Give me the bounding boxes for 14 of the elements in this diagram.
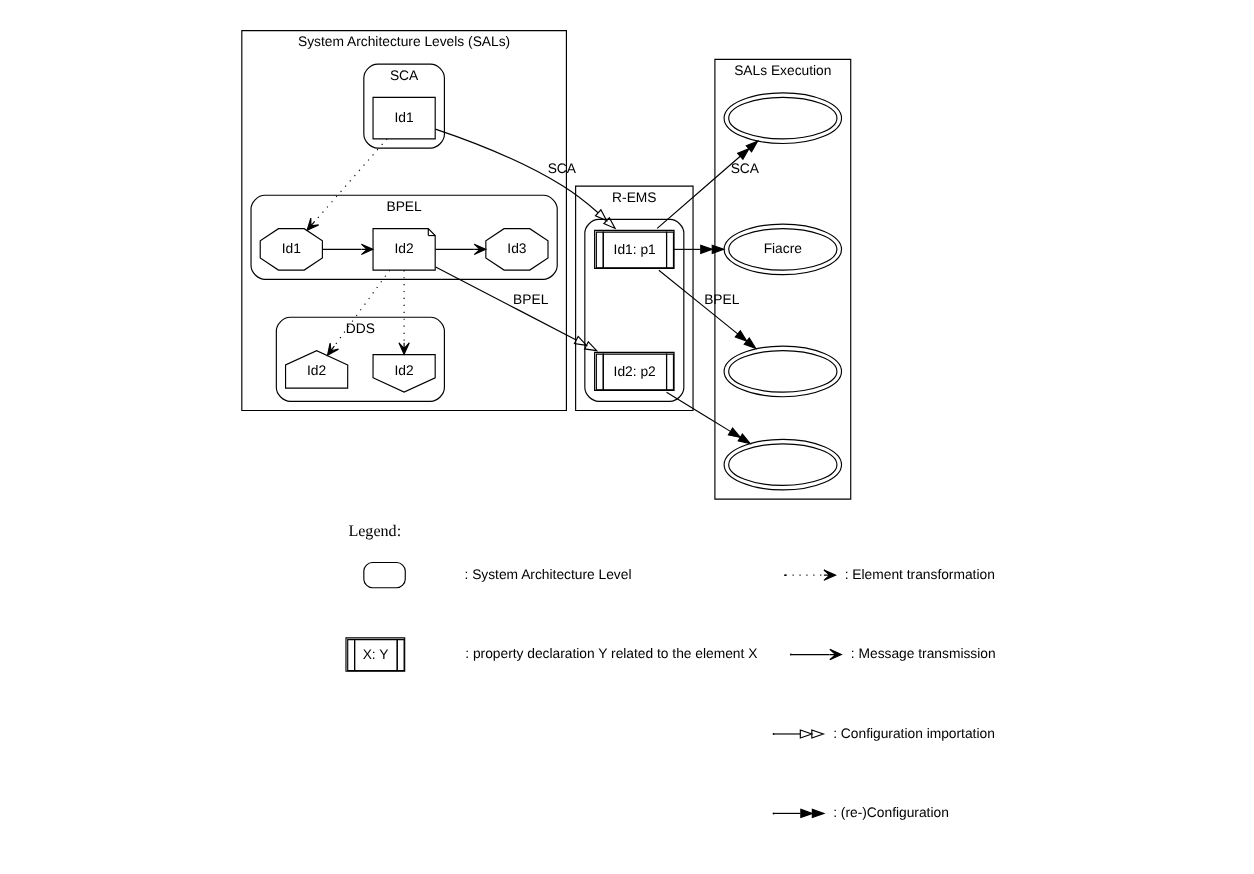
arrow <box>305 138 387 231</box>
arrow <box>434 266 598 352</box>
arrow <box>433 128 616 230</box>
arrow <box>325 269 390 356</box>
node-starburst <box>722 438 842 491</box>
arrow <box>657 269 757 350</box>
arrow <box>655 140 758 229</box>
arrow <box>672 244 725 255</box>
arrow <box>321 243 373 256</box>
arrow <box>433 243 486 256</box>
arrow <box>397 269 409 355</box>
arrow <box>664 391 751 445</box>
label: Legend: <box>347 522 401 541</box>
node-starburst <box>722 345 842 398</box>
